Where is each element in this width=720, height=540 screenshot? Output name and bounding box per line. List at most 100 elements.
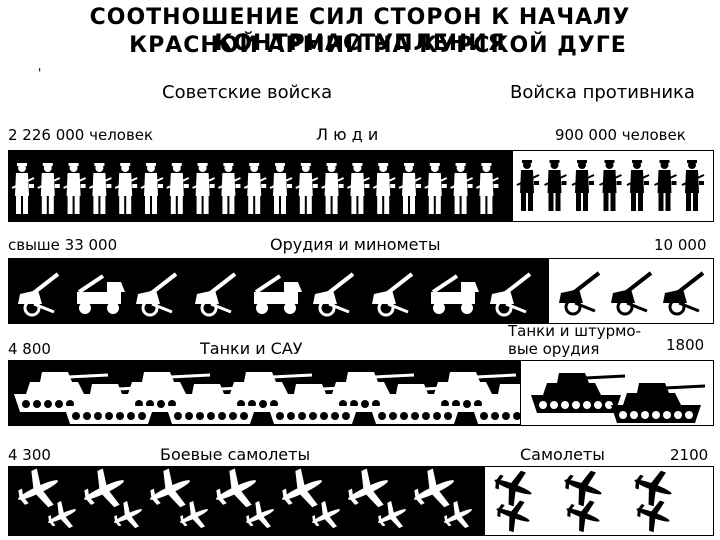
soldier-icon <box>321 163 345 214</box>
soldier-icon <box>243 163 267 214</box>
plane-icon <box>494 470 532 507</box>
tanks-soviet-armor <box>14 372 520 424</box>
plane-icon <box>312 500 340 529</box>
tank-icon <box>268 384 363 424</box>
planes-enemy-category: Самолеты <box>520 445 605 464</box>
tank-icon <box>370 384 465 424</box>
artillery-icon <box>195 272 237 317</box>
rocket-launcher-truck-icon <box>254 274 302 314</box>
soldier-icon <box>11 163 35 214</box>
artillery-icon <box>136 272 178 317</box>
plane-icon <box>636 500 670 533</box>
plane-icon <box>48 500 76 529</box>
tanks-soviet-value: 4 800 <box>8 340 51 358</box>
tanks-enemy-category-line1: Танки и штурмо- <box>508 322 642 340</box>
guns-category: Орудия и минометы <box>270 235 441 254</box>
guns-enemy-value: 10 000 <box>654 236 707 254</box>
soldier-icon <box>571 160 595 211</box>
tanks-enemy-category-line2: вые орудия <box>508 340 600 358</box>
planes-soviet-aircraft <box>18 468 472 529</box>
tanks-category: Танки и САУ <box>200 339 303 358</box>
artillery-icon <box>372 272 414 317</box>
artillery-icon <box>490 272 532 317</box>
guns-enemy-panel <box>548 258 714 324</box>
soldier-icon <box>346 163 370 214</box>
soldier-icon <box>681 160 705 211</box>
soviet-forces-header: Советские войска <box>162 82 333 103</box>
plane-icon <box>282 468 322 508</box>
soldier-icon <box>516 160 540 211</box>
guns-soviet-value: свыше 33 000 <box>8 236 118 254</box>
soldier-icon <box>140 163 164 214</box>
stray-mark: ' <box>38 66 42 80</box>
plane-icon <box>150 468 190 508</box>
soldier-icon <box>654 160 677 211</box>
tank-icon <box>472 384 520 424</box>
plane-icon <box>114 500 142 529</box>
guns-enemy-artillery <box>559 271 705 316</box>
planes-category: Боевые самолеты <box>160 445 311 464</box>
tank-icon <box>611 383 706 423</box>
plane-icon <box>246 500 274 529</box>
plane-icon <box>414 468 454 508</box>
soldier-icon <box>88 163 112 214</box>
people-soviet-value: 2 226 000 человек <box>8 126 154 144</box>
artillery-icon <box>663 271 705 316</box>
soldier-icon <box>37 163 61 214</box>
plane-icon <box>378 500 406 529</box>
soldier-icon <box>450 163 474 214</box>
people-category: Л ю д и <box>316 125 379 144</box>
soldier-icon <box>372 163 396 214</box>
planes-soviet-value: 4 300 <box>8 446 51 464</box>
planes-enemy-aircraft <box>494 470 672 533</box>
plane-icon <box>84 468 124 508</box>
soldier-icon <box>192 163 216 214</box>
soldier-icon <box>295 163 319 214</box>
people-enemy-value: 900 000 человек <box>555 126 686 144</box>
rocket-launcher-truck-icon <box>77 274 125 314</box>
plane-icon <box>444 500 472 529</box>
guns-soviet-artillery <box>18 272 532 317</box>
soldier-icon <box>626 160 650 211</box>
artillery-icon <box>18 272 60 317</box>
people-enemy-panel <box>512 150 714 222</box>
tank-icon <box>64 384 159 424</box>
planes-enemy-value: 2100 <box>670 446 709 464</box>
plane-icon <box>564 470 602 507</box>
tank-icon <box>166 384 261 424</box>
rocket-launcher-truck-icon <box>431 274 479 314</box>
tanks-enemy-armor <box>531 373 706 423</box>
plane-icon <box>180 500 208 529</box>
soldier-icon <box>217 163 241 214</box>
plane-icon <box>18 468 58 508</box>
plane-icon <box>216 468 256 508</box>
people-enemy-soldiers <box>516 160 705 211</box>
people-soviet-soldiers <box>11 163 499 214</box>
planes-enemy-panel <box>484 466 714 536</box>
soldier-icon <box>424 163 448 214</box>
people-soviet-panel <box>8 150 512 222</box>
title-line-2: КРАСНОЙ АРМИИ НА КУРСКОЙ ДУГЕ <box>129 33 627 58</box>
tanks-enemy-value: 1800 <box>666 336 705 354</box>
soldier-icon <box>398 163 422 214</box>
artillery-icon <box>611 271 653 316</box>
soldier-icon <box>599 160 622 211</box>
planes-soviet-panel <box>8 466 484 536</box>
plane-icon <box>566 500 600 533</box>
tanks-enemy-panel <box>520 360 714 426</box>
tanks-soviet-panel <box>8 360 520 426</box>
soldier-icon <box>114 163 138 214</box>
artillery-icon <box>313 272 355 317</box>
plane-icon <box>496 500 530 533</box>
artillery-icon <box>559 271 601 316</box>
enemy-forces-header: Войска противника <box>510 82 695 103</box>
tank-icon <box>531 373 626 413</box>
soldier-icon <box>63 163 87 214</box>
soldier-icon <box>166 163 190 214</box>
plane-icon <box>634 470 672 507</box>
guns-soviet-panel <box>8 258 548 324</box>
plane-icon <box>348 468 388 508</box>
soldier-icon <box>475 163 499 214</box>
soldier-icon <box>269 163 293 214</box>
title-line-1: СООТНОШЕНИЕ СИЛ СТОРОН К НАЧАЛУ КОНТРНАС… <box>89 5 631 56</box>
